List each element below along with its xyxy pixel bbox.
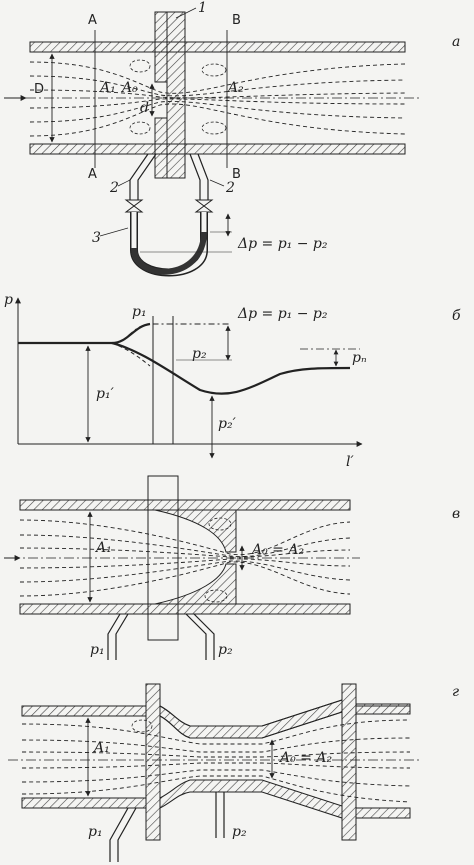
p1-prime-label: p₁′ [96,386,115,402]
orifice-plate-lower [154,117,168,179]
p1-label-d: p₁ [88,824,103,840]
part-1-label: 1 [198,0,207,16]
p2-label: p₂ [192,346,207,362]
valve-left [124,199,144,213]
orifice-d-label: d [140,100,149,116]
tap-p1-c [107,613,121,660]
panel-a-letter: а [452,34,460,50]
tap-left-label: 2 [109,180,119,196]
valve-right [194,199,214,213]
area-a1-label-c: A₁ [94,540,112,556]
nozzle-upper [154,509,237,553]
panel-b [15,297,363,459]
axis-p-label: p [4,292,13,308]
eddies-a [129,59,227,135]
area-a0-a2-label-c: A₀ = A₂ [250,542,304,558]
orifice-plate-upper [154,11,168,83]
pressure-curve-drop [111,341,351,395]
panel-b-labels: б p l′ p₁ p₂ p₁′ p₂′ pₙ Δp = p₁ − p₂ [4,292,461,470]
area-a2-label: A₂ [226,80,244,96]
section-a-bottom-label: A [88,167,97,182]
diameter-label: D [34,82,44,97]
panel-c [4,475,360,660]
pipe-wall-top-c [19,499,351,511]
eddy-d [131,719,153,733]
panel-a-labels: а A A B B 1 D A₁ A₀ A₂ d 2 2 3 Δp = p₁ −… [34,0,460,252]
panel-d-letter: г [452,684,459,700]
tap-left-pipe [129,153,149,200]
pipe-wall-bottom-c [19,603,351,615]
panel-d-labels: г A₁ A₀ = A₂ p₁ p₂ [88,684,459,840]
tap-p2-c [185,613,207,660]
area-a0-a2-label-d: A₀ = A₂ [278,750,332,766]
panel-a [4,7,420,277]
area-a1-label-d: A₁ [92,740,110,756]
streamlines-c [19,519,351,597]
streamlines-a [29,61,406,137]
p2-label-c: p₂ [218,642,233,658]
tap-p1-d [109,807,129,862]
p2-label-d: p₂ [232,824,247,840]
panel-b-letter: б [452,308,461,324]
pn-label: pₙ [352,350,367,366]
pipe-wall-bottom [29,143,406,155]
section-a-top-label: A [88,13,97,28]
manometer-fluid [131,231,207,275]
flange [166,11,186,179]
panel-c-letter: в [452,506,460,522]
section-b-bottom-label: B [232,167,241,182]
pipe-wall-top [29,41,406,53]
area-a1-label: A₁ [98,80,116,96]
panel-c-labels: в A₁ A₀ = A₂ p₁ p₂ [90,506,460,658]
section-b-top-label: B [232,13,241,28]
manometer-label: 3 [92,230,101,246]
pressure-curve-dashed [111,342,151,367]
pressure-curve-rise [18,322,151,345]
axis-l-label: l′ [346,454,354,470]
streamlines-d [21,719,411,803]
p1-label-c: p₁ [90,642,105,658]
tap-right-label: 2 [225,180,235,196]
eddies-c [204,517,232,603]
tap-right-pipe [189,153,201,200]
p2-prime-label: p₂′ [218,416,237,432]
inlet-flange-d [145,683,161,841]
venturi-top [159,699,343,739]
p1-label: p₁ [132,304,147,320]
delta-p-label-a: Δp = p₁ − p₂ [237,236,328,252]
panel-d [8,683,420,862]
area-a0-label: A₀ [120,80,138,96]
nozzle-lower [154,563,237,605]
venturi-bottom [159,779,343,819]
delta-p-label-b: Δp = p₁ − p₂ [237,306,328,322]
outlet-flange-d [341,683,357,841]
